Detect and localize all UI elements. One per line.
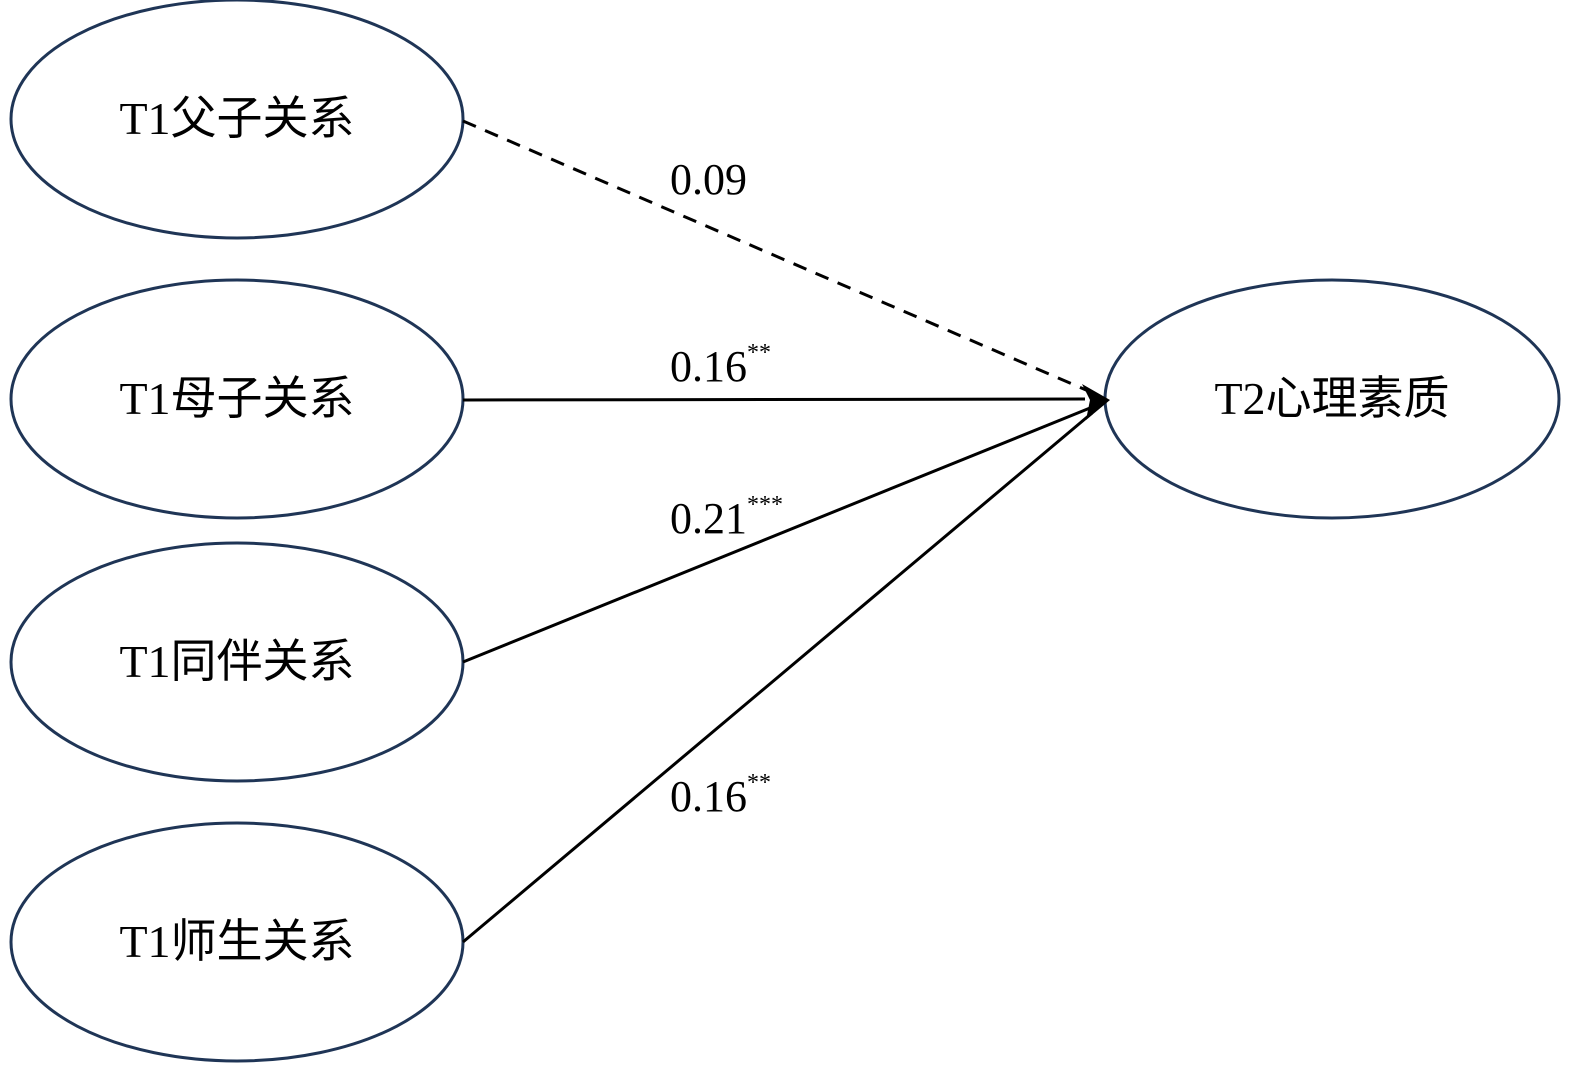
path-father bbox=[462, 119, 1101, 398]
path-teacher bbox=[462, 411, 1093, 944]
node-teacher: T1师生关系 bbox=[119, 916, 355, 967]
coef-peer: 0.21*** bbox=[670, 492, 783, 543]
node-outcome: T2心理素质 bbox=[1214, 373, 1450, 424]
node-father: T1父子关系 bbox=[119, 93, 355, 144]
path-mother bbox=[462, 397, 1086, 402]
ellipse-father bbox=[9, 0, 465, 240]
node-peer: T1同伴关系 bbox=[119, 636, 355, 687]
node-mother: T1母子关系 bbox=[119, 373, 355, 424]
coef-father: 0.09 bbox=[670, 155, 747, 204]
coef-teacher: 0.16** bbox=[670, 770, 771, 821]
arrowhead bbox=[1082, 384, 1110, 420]
path-peer bbox=[462, 406, 1091, 664]
coef-mother: 0.16** bbox=[670, 340, 771, 391]
